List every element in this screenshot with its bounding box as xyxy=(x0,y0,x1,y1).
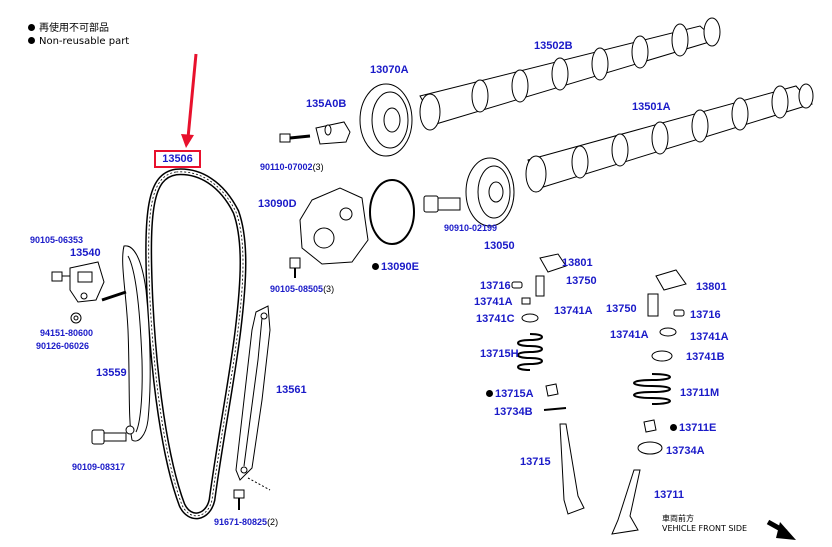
legend-jp-text: 再使用不可部品 xyxy=(39,23,109,34)
part-quantity: (3) xyxy=(312,162,324,172)
part-90910-02199[interactable]: 90910-02199 xyxy=(444,223,498,233)
part-13741A-3[interactable]: 13741A xyxy=(610,329,649,341)
cam-actuator-cover xyxy=(299,187,369,265)
vehicle-front-note: 車両前方 VEHICLE FRONT SIDE xyxy=(662,514,747,534)
part-13090E[interactable]: 13090E xyxy=(372,261,419,273)
part-91671-80825[interactable]: 91671-80825(2) xyxy=(214,516,278,528)
part-13090D[interactable]: 13090D xyxy=(258,198,297,210)
front-direction-arrow xyxy=(766,519,796,540)
part-number: 91671-80825 xyxy=(214,517,268,527)
chain-guide-right xyxy=(235,305,271,481)
part-13715A[interactable]: 13715A xyxy=(486,388,534,400)
part-13711E[interactable]: 13711E xyxy=(670,422,716,434)
part-13734A[interactable]: 13734A xyxy=(666,445,705,457)
part-13561[interactable]: 13561 xyxy=(276,384,307,396)
part-number: 13711E xyxy=(679,422,717,434)
part-90126-06026[interactable]: 90126-06026 xyxy=(36,341,90,351)
part-13741A-2[interactable]: 13741A xyxy=(554,305,593,317)
part-13801-right[interactable]: 13801 xyxy=(696,281,727,293)
part-13734B[interactable]: 13734B xyxy=(494,406,533,418)
part-13750-left[interactable]: 13750 xyxy=(566,275,597,287)
part-13741C[interactable]: 13741C xyxy=(476,313,515,325)
part-number: 13715A xyxy=(495,388,534,400)
part-90109-08317[interactable]: 90109-08317 xyxy=(72,462,126,472)
part-13716-left[interactable]: 13716 xyxy=(480,280,511,292)
part-13715H[interactable]: 13715H xyxy=(480,348,519,360)
part-13741B[interactable]: 13741B xyxy=(686,351,725,363)
vehicle-front-jp: 車両前方 xyxy=(662,514,694,523)
part-number: 90105-08505 xyxy=(270,284,324,294)
guide-bolt xyxy=(233,477,271,510)
part-13716-right[interactable]: 13716 xyxy=(690,309,721,321)
legend-en: Non-reusable part xyxy=(28,35,129,48)
tensioner-bolt xyxy=(51,271,70,282)
gasket xyxy=(369,179,415,245)
part-90105-06353[interactable]: 90105-06353 xyxy=(30,235,84,245)
timing-bolt xyxy=(279,133,311,143)
part-13741A-1[interactable]: 13741A xyxy=(474,296,513,308)
chain-tensioner-arm xyxy=(122,245,151,442)
non-reusable-bullet-icon xyxy=(670,424,677,431)
cover-bolt xyxy=(289,257,301,278)
part-number: 90110-07002 xyxy=(260,162,313,172)
part-135A0B[interactable]: 135A0B xyxy=(306,98,347,110)
part-13501A[interactable]: 13501A xyxy=(632,101,671,113)
part-13741A-4[interactable]: 13741A xyxy=(690,331,729,343)
part-quantity: (2) xyxy=(267,517,279,527)
part-13715[interactable]: 13715 xyxy=(520,456,551,468)
timing-chain xyxy=(145,168,247,520)
cam-gear-bolt xyxy=(423,195,461,213)
part-13502B[interactable]: 13502B xyxy=(534,40,573,52)
part-13070A[interactable]: 13070A xyxy=(370,64,409,76)
part-13506-highlighted[interactable]: 13506 xyxy=(154,150,201,168)
pivot-bolt xyxy=(91,429,127,445)
part-13711M[interactable]: 13711M xyxy=(680,387,720,399)
part-13050[interactable]: 13050 xyxy=(484,240,515,252)
valve-train-left xyxy=(511,253,585,515)
part-13711[interactable]: 13711 xyxy=(654,489,684,501)
bullet-icon xyxy=(28,24,35,31)
stud-bolt xyxy=(101,290,127,302)
legend-jp: 再使用不可部品 xyxy=(28,22,129,35)
chain-tensioner xyxy=(69,261,105,303)
part-quantity: (3) xyxy=(323,284,335,294)
legend: 再使用不可部品 Non-reusable part xyxy=(28,22,129,48)
valve-train-right xyxy=(611,269,687,535)
nut xyxy=(70,312,82,324)
part-94151-80600[interactable]: 94151-80600 xyxy=(40,328,94,338)
non-reusable-bullet-icon xyxy=(372,263,379,270)
exhaust-camshaft xyxy=(419,17,721,131)
part-13750-right[interactable]: 13750 xyxy=(606,303,637,315)
part-13540[interactable]: 13540 xyxy=(70,247,101,259)
non-reusable-bullet-icon xyxy=(486,390,493,397)
camshaft-bracket xyxy=(315,121,351,145)
bullet-icon xyxy=(28,37,35,44)
legend-en-text: Non-reusable part xyxy=(39,36,130,47)
part-90110-07002[interactable]: 90110-07002(3) xyxy=(260,161,324,173)
part-13559[interactable]: 13559 xyxy=(96,367,127,379)
vehicle-front-en: VEHICLE FRONT SIDE xyxy=(662,524,748,533)
red-arrow xyxy=(181,53,198,148)
part-number: 13090E xyxy=(381,261,419,273)
intake-camshaft xyxy=(525,83,814,193)
exhaust-cam-timing-gear xyxy=(359,83,413,157)
part-90105-08505[interactable]: 90105-08505(3) xyxy=(270,283,334,295)
intake-cam-timing-gear xyxy=(465,157,515,227)
part-13801-left[interactable]: 13801 xyxy=(562,257,593,269)
